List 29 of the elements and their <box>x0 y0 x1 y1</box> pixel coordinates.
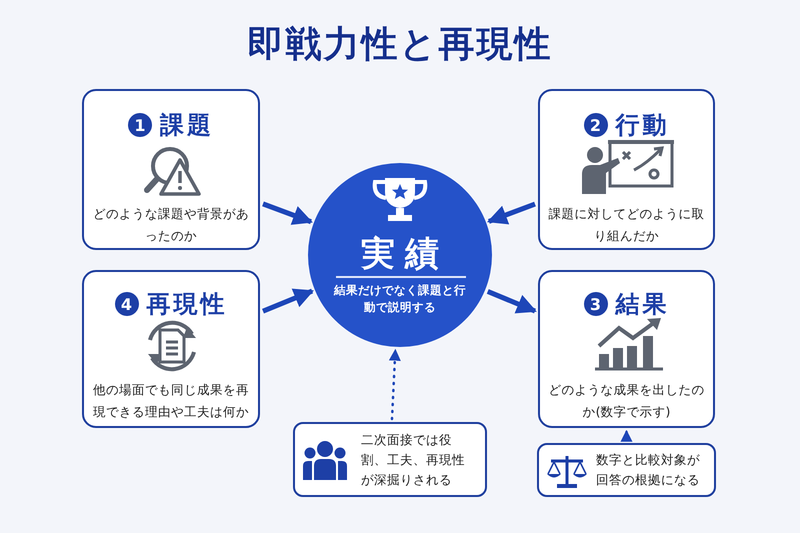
description: どのような課題や背景があったのか <box>92 205 250 245</box>
number-badge: 4 <box>114 292 138 316</box>
heading: 課題 <box>160 110 214 141</box>
note-text: 数字と比較対象が回答の根拠になる <box>596 451 701 489</box>
heading: 結果 <box>616 289 670 320</box>
note-text: 二次面接では役割、工夫、再現性が深掘りされる <box>361 431 466 489</box>
description: どのような成果を出したのか(数字で示す) <box>548 381 705 421</box>
heading: 行動 <box>616 110 670 141</box>
heading: 再現性 <box>146 289 228 320</box>
arrow <box>262 288 314 314</box>
card <box>538 270 715 428</box>
card <box>538 89 715 250</box>
title: 即戦力性と再現性 <box>246 23 554 67</box>
note-card <box>293 422 487 497</box>
arrow <box>487 202 536 224</box>
note-card <box>537 443 716 497</box>
arrow <box>486 289 537 314</box>
card <box>82 89 260 250</box>
number-badge: 3 <box>584 292 608 316</box>
number-badge: 2 <box>584 113 608 137</box>
description: 課題に対してどのように取り組んだか <box>548 205 705 245</box>
dotted-arrow <box>388 348 401 420</box>
description: 結果だけでなく課題と行動で説明する <box>334 282 466 316</box>
card <box>82 270 260 428</box>
description: 他の場面でも同じ成果を再現できる理由や工夫は何か <box>92 381 250 421</box>
dotted-arrow <box>620 430 632 442</box>
number-badge: 1 <box>128 113 152 137</box>
arrow <box>262 202 313 225</box>
heading: 実績 <box>360 233 450 276</box>
